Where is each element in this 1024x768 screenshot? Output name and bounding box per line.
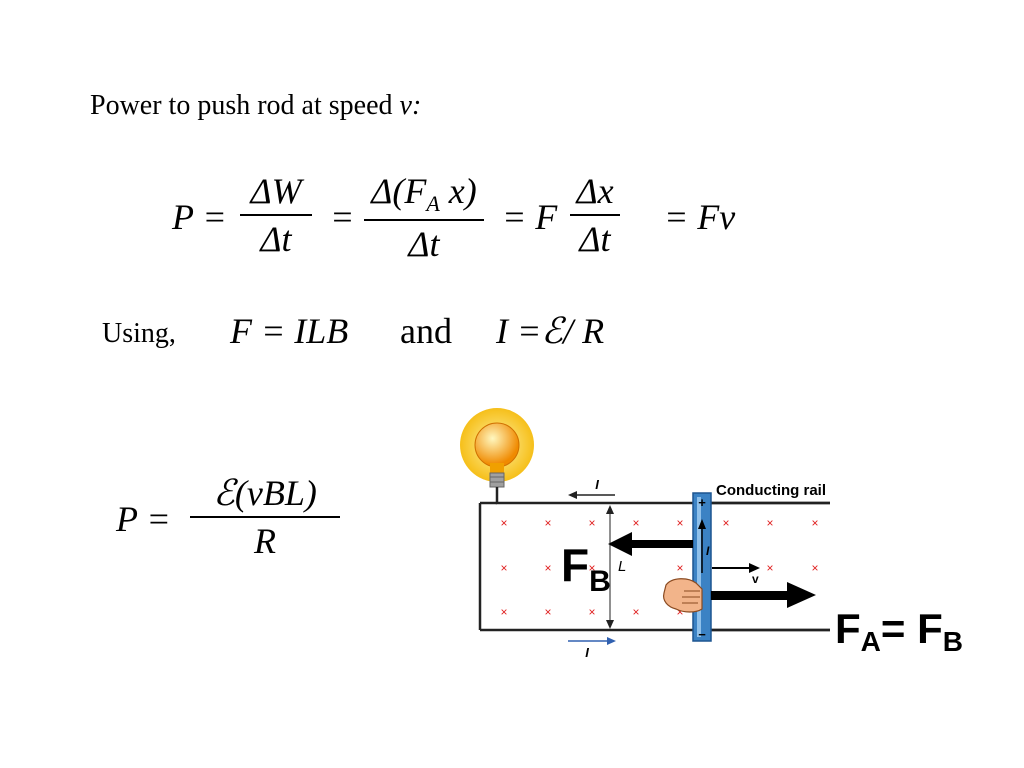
result-eq-lhs: P = <box>116 499 171 539</box>
current-arrow-bottom <box>568 637 616 645</box>
svg-text:×: × <box>544 516 551 530</box>
plus-sign: + <box>698 495 706 510</box>
svg-text:×: × <box>676 605 683 619</box>
minus-sign: − <box>698 627 706 642</box>
svg-text:×: × <box>632 516 639 530</box>
fraction-dw-dt: ΔW Δt <box>240 170 312 260</box>
fb-subscript: B <box>943 626 963 657</box>
magnetic-field-marks: × × × × × × × × × × × × × × × × × × × <box>500 516 818 619</box>
and-word: and <box>400 311 452 351</box>
fraction-denominator: R <box>254 520 276 561</box>
magnetic-force-arrow <box>608 532 693 556</box>
fraction-bar <box>190 516 340 518</box>
conducting-rail-label: Conducting rail <box>716 482 826 499</box>
fb-subscript: B <box>589 565 611 598</box>
current-arrow-top <box>568 491 615 499</box>
numerator-part: x) <box>439 171 477 211</box>
rod-current-label: I <box>706 544 710 558</box>
fraction-bar <box>240 214 312 216</box>
fb-letter: F <box>561 539 589 591</box>
length-dimension-arrow <box>606 505 614 629</box>
rod-current-arrow <box>698 519 706 573</box>
length-label: L <box>618 558 626 575</box>
force-equation: F = ILB <box>230 311 349 351</box>
heading-variable: v: <box>399 90 422 121</box>
force-balance-label: FA= FB <box>835 605 963 657</box>
fraction-dx-dt: Δx Δt <box>570 170 620 260</box>
using-label: Using, <box>102 318 176 349</box>
heading-text: Power to push rod at speed v: <box>90 90 421 122</box>
applied-force-arrow <box>711 582 816 608</box>
svg-text:×: × <box>544 561 551 575</box>
svg-text:×: × <box>676 516 683 530</box>
fraction-dfx-dt: Δ(FA x) Δt <box>364 170 484 265</box>
fraction-numerator: ℰ(vBL) <box>190 472 340 514</box>
svg-text:×: × <box>500 605 507 619</box>
numerator-part: Δ(F <box>371 171 427 211</box>
equals-sign: = <box>330 197 355 237</box>
svg-text:×: × <box>766 561 773 575</box>
svg-text:×: × <box>722 516 729 530</box>
power-eq-lhs: P = <box>172 197 227 237</box>
svg-text:×: × <box>632 605 639 619</box>
svg-text:×: × <box>544 605 551 619</box>
fraction-bar <box>364 219 484 221</box>
svg-text:×: × <box>588 605 595 619</box>
heading-label: Power to push rod at speed <box>90 90 400 121</box>
fraction-denominator: Δt <box>408 223 440 264</box>
svg-text:×: × <box>676 561 683 575</box>
hand-icon <box>663 578 703 613</box>
rail-circuit-diagram: × × × × × × × × × × × × × × × × × × × I I L + − I v <box>460 408 963 660</box>
fraction-numerator: Δx <box>576 171 614 211</box>
velocity-label: v <box>752 572 759 586</box>
velocity-arrow <box>712 563 760 573</box>
svg-text:×: × <box>500 516 507 530</box>
numerator-rest: (vBL) <box>234 473 317 513</box>
circuit-wires <box>478 487 830 632</box>
current-label-bottom: I <box>585 645 589 660</box>
fraction-bar <box>570 214 620 216</box>
fraction-denominator: Δt <box>260 218 292 259</box>
current-eq-rhs: / R <box>563 311 605 351</box>
magnetic-force-label: FB <box>561 539 611 598</box>
fa-equals-fb: = F <box>881 605 943 652</box>
equals-f: = F <box>502 197 558 237</box>
current-label-top: I <box>595 477 599 492</box>
svg-text:×: × <box>811 516 818 530</box>
emf-symbol: ℰ <box>541 311 564 352</box>
svg-text:×: × <box>500 561 507 575</box>
light-bulb-icon <box>460 408 534 488</box>
emf-symbol: ℰ <box>213 473 235 514</box>
svg-text:×: × <box>588 561 595 575</box>
current-eq-lhs: I = <box>496 311 542 351</box>
fraction-numerator: ΔW <box>250 171 302 211</box>
svg-text:×: × <box>811 561 818 575</box>
fraction-numerator: Δ(FA x) <box>364 170 484 217</box>
fa-letter: F <box>835 605 861 652</box>
result-fraction: ℰ(vBL) R <box>190 472 340 562</box>
svg-text:×: × <box>588 516 595 530</box>
result-fv: = Fv <box>664 197 736 237</box>
current-equation: I =ℰ/ R <box>496 310 604 352</box>
fraction-denominator: Δt <box>579 218 611 259</box>
subscript-a: A <box>426 191 440 217</box>
fa-subscript: A <box>861 626 881 657</box>
svg-text:×: × <box>766 516 773 530</box>
